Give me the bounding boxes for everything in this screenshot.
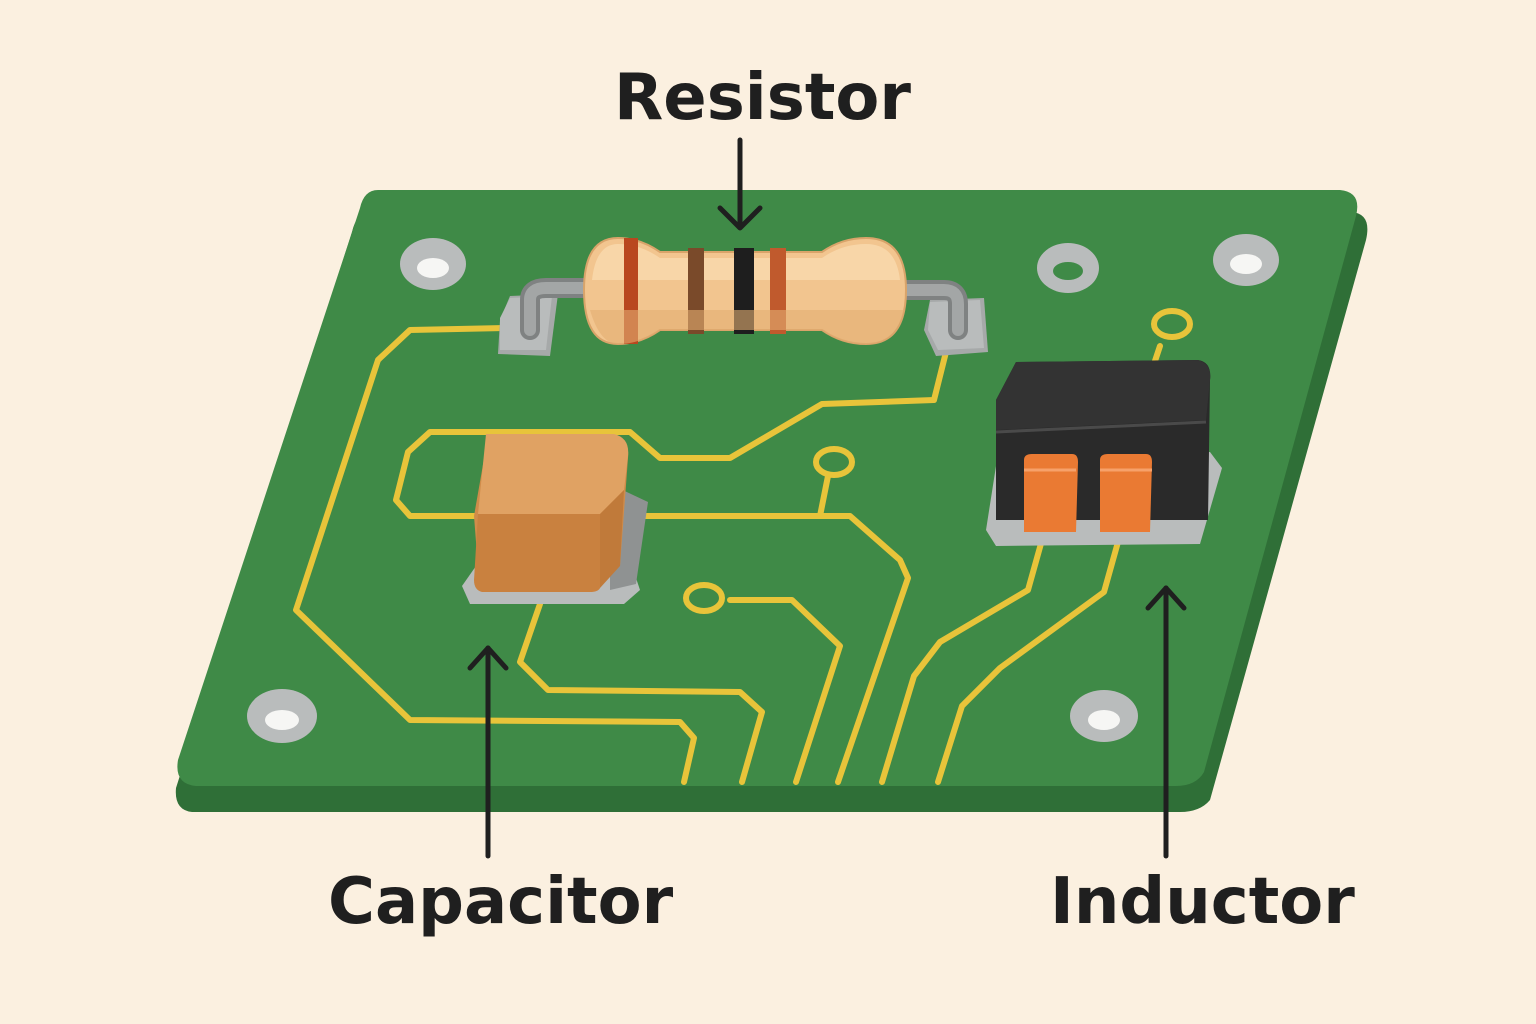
via-ring — [683, 582, 725, 614]
inductor-icon — [986, 360, 1222, 546]
resistor-icon — [498, 236, 988, 356]
mounting-hole-icon — [247, 689, 317, 743]
mounting-hole-icon — [1037, 243, 1099, 293]
inductor-arrow-icon — [1145, 585, 1187, 859]
via-ring — [813, 446, 855, 478]
mounting-hole-icon — [1070, 690, 1138, 742]
resistor-label: Resistor — [614, 61, 911, 135]
capacitor-arrow-icon — [467, 645, 509, 859]
trace-via-rings — [683, 308, 1193, 614]
mounting-holes — [247, 234, 1279, 743]
inductor-label: Inductor — [1050, 865, 1355, 939]
mounting-hole-icon — [1213, 234, 1279, 286]
via-ring — [1151, 308, 1193, 340]
pointer-arrows — [467, 137, 1187, 859]
capacitor-icon — [462, 434, 648, 604]
board-surface — [177, 190, 1358, 786]
resistor-arrow-icon — [717, 137, 763, 231]
capacitor-label: Capacitor — [328, 865, 674, 939]
mounting-hole-icon — [400, 238, 466, 290]
